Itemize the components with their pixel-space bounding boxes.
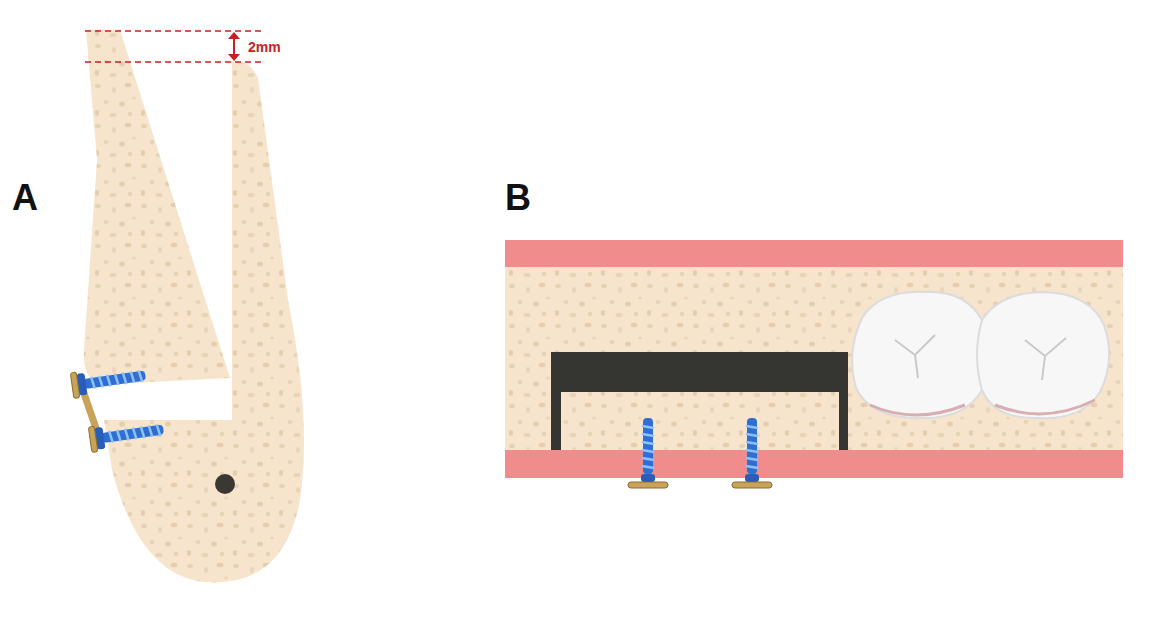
gingiva bbox=[505, 240, 1123, 267]
surgical-guide bbox=[551, 352, 848, 450]
dimension-label: 2mm bbox=[248, 40, 281, 54]
gingiva bbox=[505, 450, 1123, 478]
nerve-canal bbox=[215, 474, 235, 494]
molar bbox=[852, 292, 989, 418]
panel-letter: A bbox=[12, 180, 38, 216]
panel-letter: B bbox=[505, 180, 531, 216]
buccal-bone-block bbox=[84, 30, 230, 384]
